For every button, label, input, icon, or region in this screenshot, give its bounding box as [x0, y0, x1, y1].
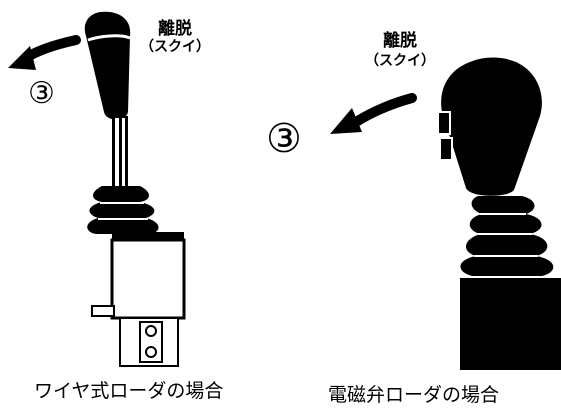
left-lever-shaft [112, 116, 128, 192]
left-action-reading: （スクイ） [140, 39, 210, 55]
left-arrow-head [8, 46, 36, 70]
left-step-number: ③ [28, 76, 55, 111]
left-lever-body [110, 238, 186, 320]
right-lever-body [460, 278, 561, 370]
right-step-number: ③ [266, 116, 302, 162]
left-lever-body-top [112, 232, 184, 242]
solenoid-lever-illustration [330, 57, 561, 370]
right-knob-button-bottom [439, 137, 453, 161]
left-action-label: 離脱 [158, 19, 192, 39]
right-caption: 電磁弁ローダの場合 [328, 384, 500, 406]
left-arrow-shaft [21, 35, 81, 63]
left-caption: ワイヤ式ローダの場合 [34, 380, 224, 402]
left-rubber-boot [87, 186, 159, 234]
left-lever-mount-pin [91, 305, 115, 317]
right-rubber-boot [460, 196, 554, 276]
right-action-label: 離脱 [383, 31, 417, 51]
right-lever-knob [441, 57, 542, 196]
right-arrow-head [330, 108, 362, 134]
left-base-bolt-top [145, 325, 157, 337]
right-knob-button-top [437, 111, 451, 135]
wire-lever-illustration [8, 11, 186, 367]
left-knob-band [87, 34, 131, 42]
right-arrow-shaft [351, 93, 417, 127]
right-action-reading: （スクイ） [365, 53, 435, 69]
left-lever-knob [84, 11, 131, 120]
left-base-bolt-bottom [145, 346, 157, 358]
